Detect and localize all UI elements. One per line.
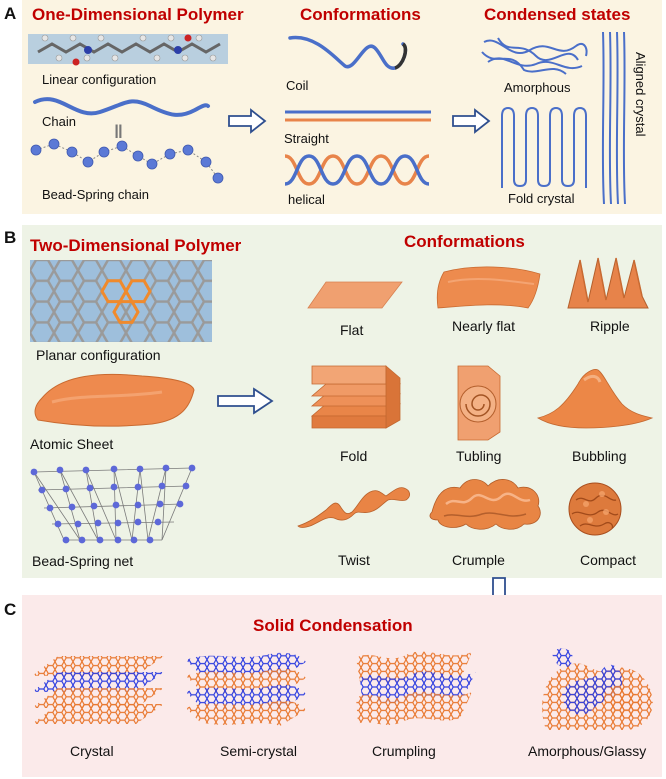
bead-spring-chain-image — [30, 138, 224, 184]
linear-configuration-image — [28, 34, 228, 66]
panel-b-title-conformations: Conformations — [404, 232, 525, 251]
label-semi-crystal: Semi-crystal — [220, 743, 298, 759]
label-fold-crystal: Fold crystal — [508, 191, 575, 206]
label-nearly-flat: Nearly flat — [452, 318, 516, 334]
label-coil: Coil — [286, 78, 309, 93]
panel-b-label: B — [4, 228, 17, 247]
equivalence-sign: ǁ — [114, 122, 123, 142]
panel-c-title-solid-condensation: Solid Condensation — [253, 616, 413, 635]
label-aligned-crystal: Aligned crystal — [633, 52, 648, 137]
compact-image — [568, 482, 622, 536]
label-tubling: Tubling — [456, 448, 502, 464]
flat-sheet-image — [307, 281, 403, 309]
twist-image — [297, 487, 410, 528]
bead-spring-net-image — [30, 464, 196, 544]
tubling-image — [457, 365, 501, 441]
panel-a-title-1d-polymer: One-Dimensional Polymer — [32, 5, 244, 24]
label-bead-spring-chain: Bead-Spring chain — [42, 187, 149, 202]
label-bead-spring-net: Bead-Spring net — [32, 553, 134, 569]
ripple-sheet-image — [567, 257, 649, 309]
aligned-crystal-image — [601, 31, 626, 205]
panel-b-title-2d-polymer: Two-Dimensional Polymer — [30, 236, 242, 255]
bubbling-image — [536, 369, 654, 429]
atomic-sheet-image — [34, 373, 195, 427]
fold-sheet-image — [310, 365, 402, 429]
panel-a-title-conformations: Conformations — [300, 5, 421, 24]
label-crumple: Crumple — [452, 552, 505, 568]
label-straight: Straight — [284, 131, 329, 146]
label-amorphous-glassy: Amorphous/Glassy — [528, 743, 647, 759]
label-fold: Fold — [340, 448, 368, 464]
label-helical: helical — [288, 192, 325, 207]
panel-a-label: A — [4, 4, 17, 23]
label-ripple: Ripple — [590, 318, 630, 334]
amorphous-glassy-image — [542, 648, 653, 730]
crumple-image — [429, 479, 541, 530]
chain-image — [33, 97, 210, 117]
fold-crystal-image — [501, 106, 587, 188]
helical-image — [284, 154, 430, 186]
label-flat: Flat — [340, 322, 364, 338]
label-planar-configuration: Planar configuration — [36, 347, 161, 363]
crystal-stack-image — [32, 656, 164, 724]
panel-c-label: C — [4, 600, 17, 619]
arrow-a1-icon — [228, 108, 267, 134]
panel-a-title-condensed-states: Condensed states — [484, 5, 631, 24]
label-crystal: Crystal — [70, 743, 114, 759]
label-bubbling: Bubbling — [572, 448, 627, 464]
crumpling-stack-image — [356, 651, 476, 725]
arrow-a2-icon — [452, 108, 491, 134]
label-twist: Twist — [338, 552, 370, 568]
semi-crystal-stack-image — [186, 652, 306, 726]
label-atomic-sheet: Atomic Sheet — [30, 436, 114, 452]
label-chain: Chain — [42, 114, 76, 129]
arrow-b-icon — [217, 387, 274, 415]
straight-chains-image — [285, 110, 431, 122]
planar-configuration-image — [30, 260, 212, 342]
label-amorphous-1d: Amorphous — [504, 80, 571, 95]
label-linear-configuration: Linear configuration — [42, 72, 157, 87]
label-crumpling: Crumpling — [372, 743, 436, 759]
coil-image — [288, 35, 408, 70]
amorphous-1d-image — [481, 37, 588, 75]
nearly-flat-sheet-image — [436, 266, 541, 309]
label-compact: Compact — [580, 552, 637, 568]
